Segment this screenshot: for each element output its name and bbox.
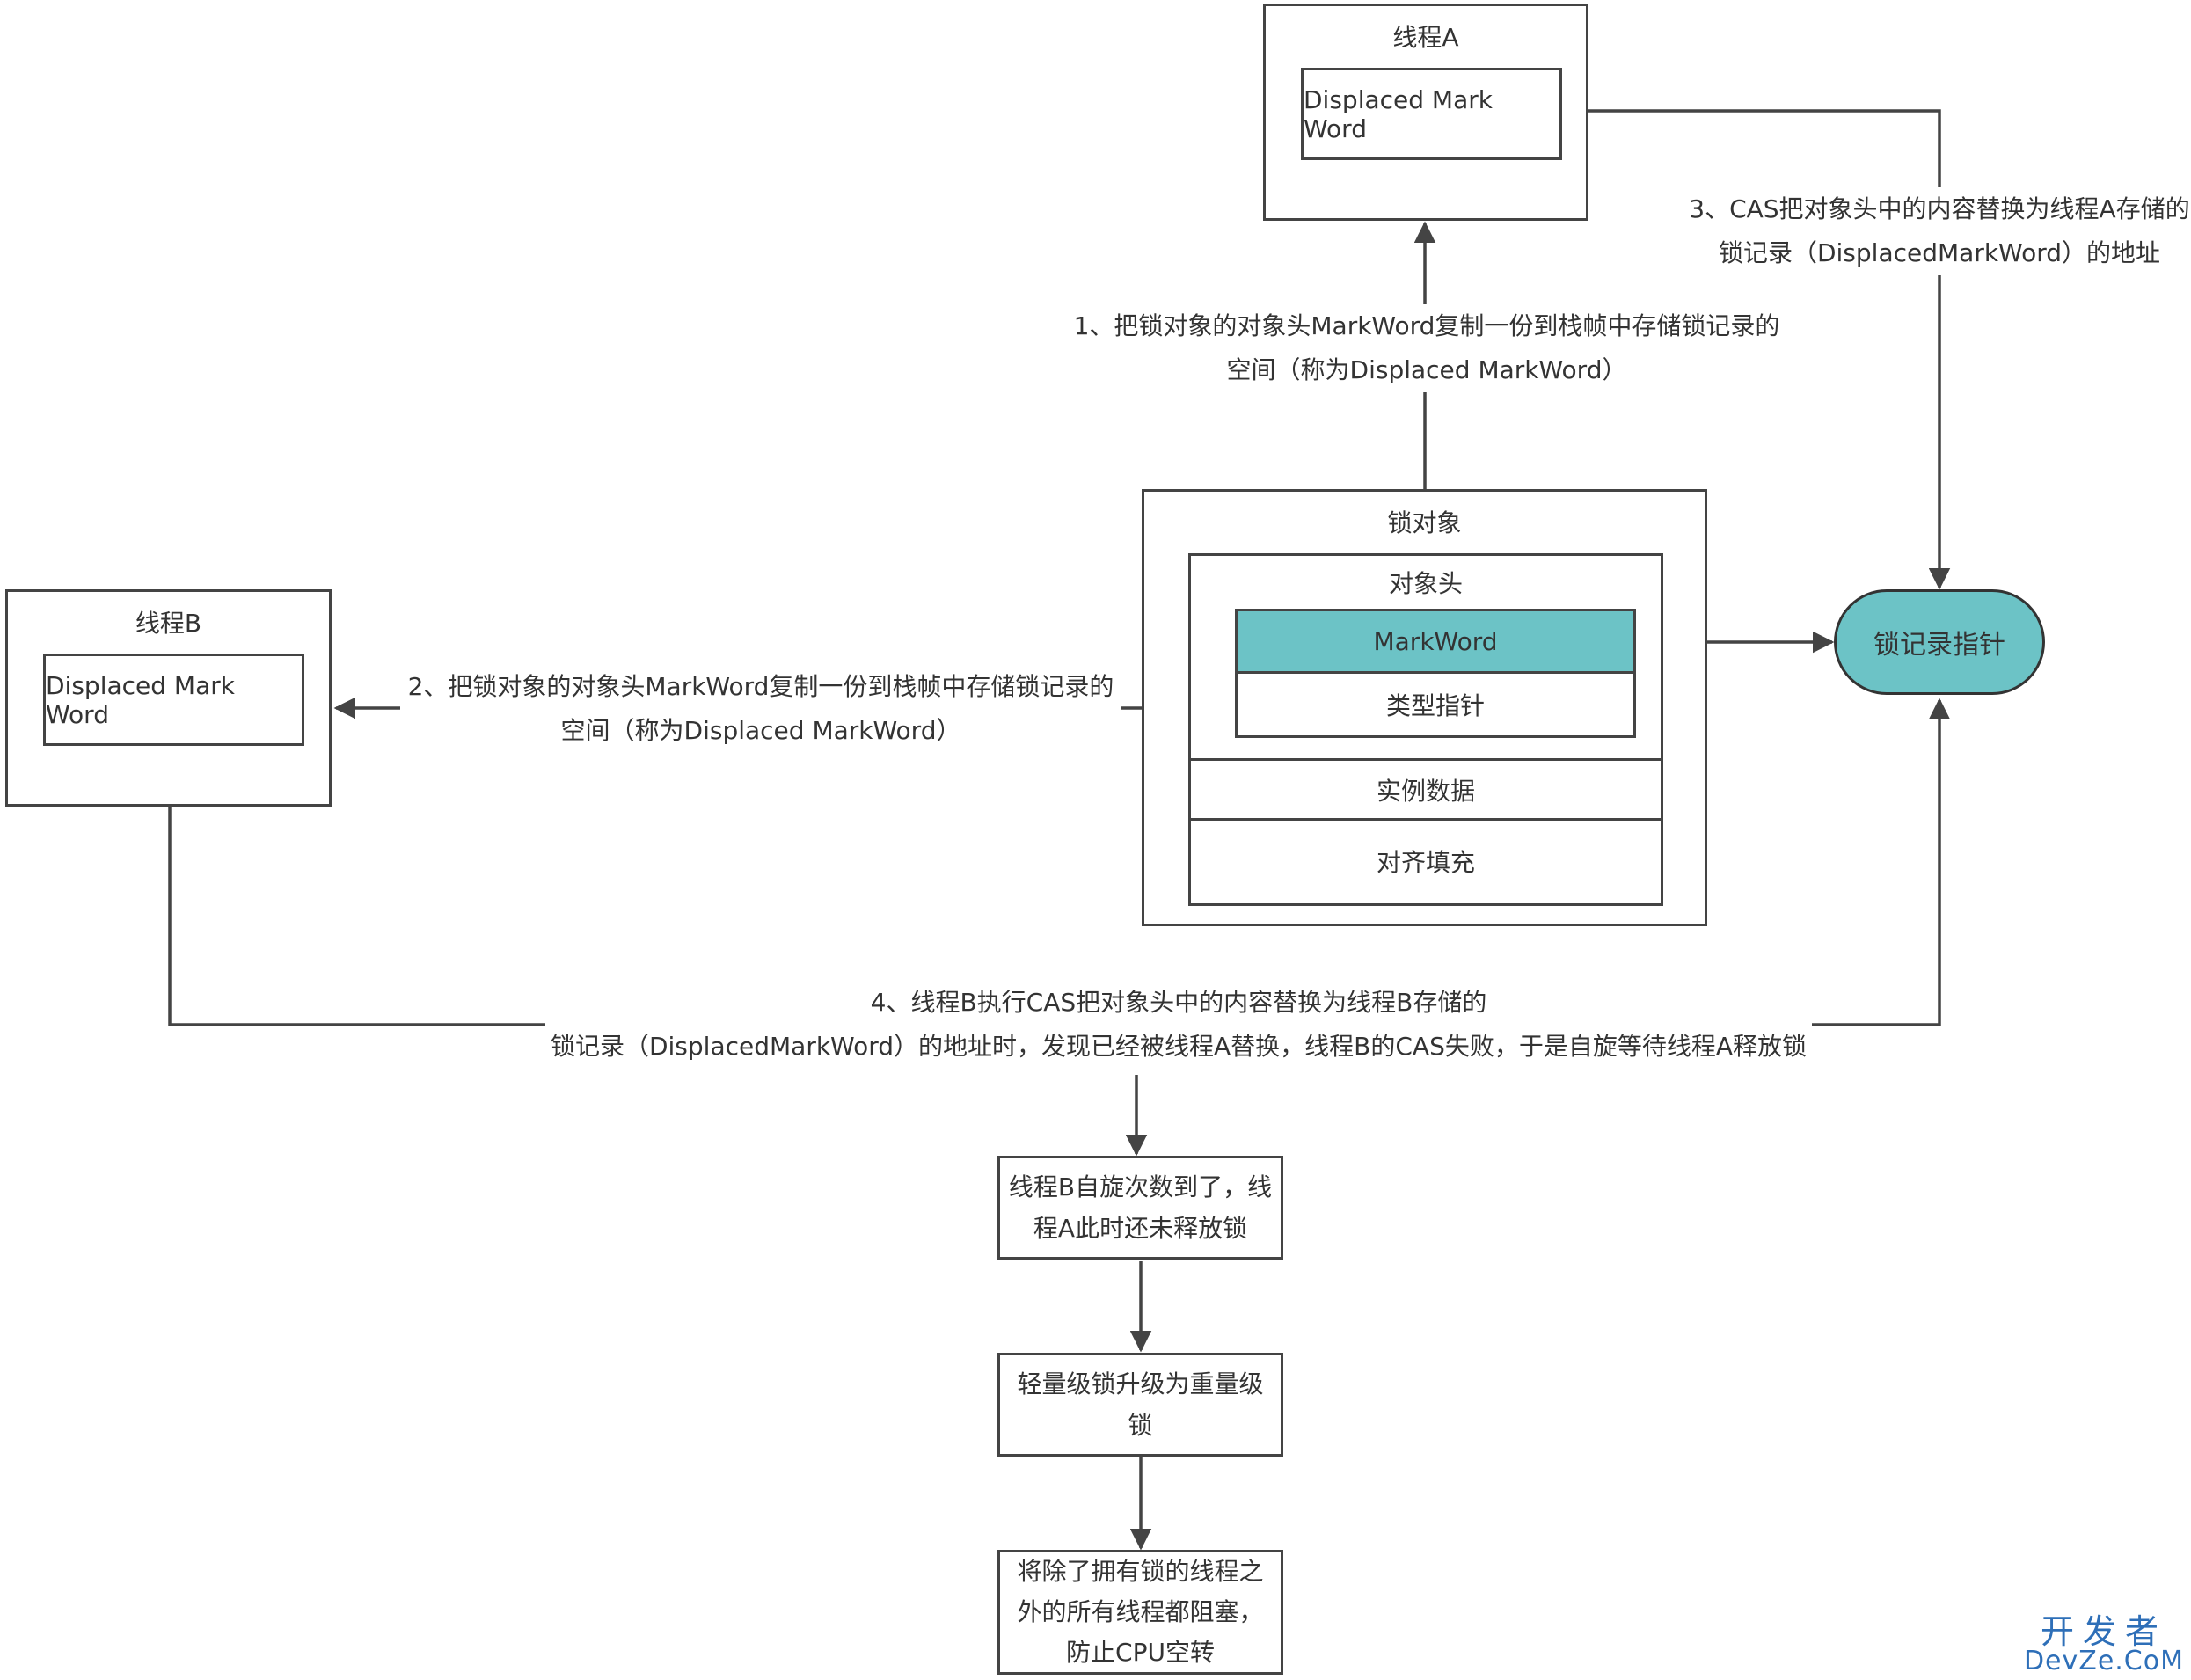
- block-other-threads-box: 将除了拥有锁的线程之外的所有线程都阻塞，防止CPU空转: [997, 1550, 1283, 1675]
- step-2-label: 2、把锁对象的对象头MarkWord复制一份到栈帧中存储锁记录的 空间（称为Di…: [400, 665, 1121, 753]
- step-4-line-1: 4、线程B执行CAS把对象头中的内容替换为线程B存储的: [870, 988, 1487, 1017]
- instance-data-cell: 实例数据: [1191, 758, 1661, 821]
- thread-a-title: 线程A: [1392, 23, 1459, 52]
- thread-b-box: 线程B Displaced Mark Word: [5, 589, 332, 807]
- type-pointer-cell: 类型指针: [1235, 671, 1636, 738]
- watermark-en: DevZe.CoM: [2023, 1646, 2184, 1676]
- step-2-line-2: 空间（称为Displaced MarkWord）: [560, 716, 961, 745]
- step-1-line-1: 1、把锁对象的对象头MarkWord复制一份到栈帧中存储锁记录的: [1073, 311, 1780, 340]
- step-3-line-1: 3、CAS把对象头中的内容替换为线程A存储的: [1689, 194, 2190, 223]
- upgrade-to-heavyweight-box: 轻量级锁升级为重量级锁: [997, 1353, 1283, 1457]
- object-header-title: 对象头: [1388, 569, 1463, 598]
- lock-record-pointer: 锁记录指针: [1834, 589, 2045, 695]
- mark-word-cell: MarkWord: [1235, 609, 1636, 674]
- watermark-zh: 开发者: [2040, 1612, 2167, 1651]
- step-3-label: 3、CAS把对象头中的内容替换为线程A存储的 锁记录（DisplacedMark…: [1685, 187, 2191, 275]
- thread-b-title: 线程B: [135, 609, 202, 638]
- thread-a-displaced-mark-word: Displaced Mark Word: [1301, 68, 1562, 160]
- thread-a-box: 线程A Displaced Mark Word: [1263, 4, 1588, 221]
- object-layout: 对象头 MarkWord 类型指针 实例数据 对齐填充: [1188, 553, 1663, 906]
- step-2-line-1: 2、把锁对象的对象头MarkWord复制一份到栈帧中存储锁记录的: [407, 672, 1114, 701]
- padding-cell: 对齐填充: [1376, 847, 1475, 877]
- arrow-thread-a-to-pointer: [1562, 109, 1951, 590]
- lock-object-box: 锁对象 对象头 MarkWord 类型指针 实例数据 对齐填充: [1142, 489, 1707, 926]
- step-1-line-2: 空间（称为Displaced MarkWord）: [1226, 355, 1627, 384]
- step-1-label: 1、把锁对象的对象头MarkWord复制一份到栈帧中存储锁记录的 空间（称为Di…: [1066, 304, 1787, 392]
- thread-b-displaced-mark-word: Displaced Mark Word: [43, 654, 304, 746]
- step-3-line-2: 锁记录（DisplacedMarkWord）的地址: [1718, 238, 2161, 267]
- watermark-logo: 开发者 DevZe.CoM: [2024, 1615, 2184, 1675]
- step-4-line-2: 锁记录（DisplacedMarkWord）的地址时，发现已经被线程A替换，线程…: [550, 1032, 1808, 1061]
- spin-count-reached-box: 线程B自旋次数到了，线程A此时还未释放锁: [997, 1156, 1283, 1260]
- lock-object-title: 锁对象: [1387, 508, 1462, 537]
- step-4-label: 4、线程B执行CAS把对象头中的内容替换为线程B存储的 锁记录（Displace…: [545, 981, 1812, 1069]
